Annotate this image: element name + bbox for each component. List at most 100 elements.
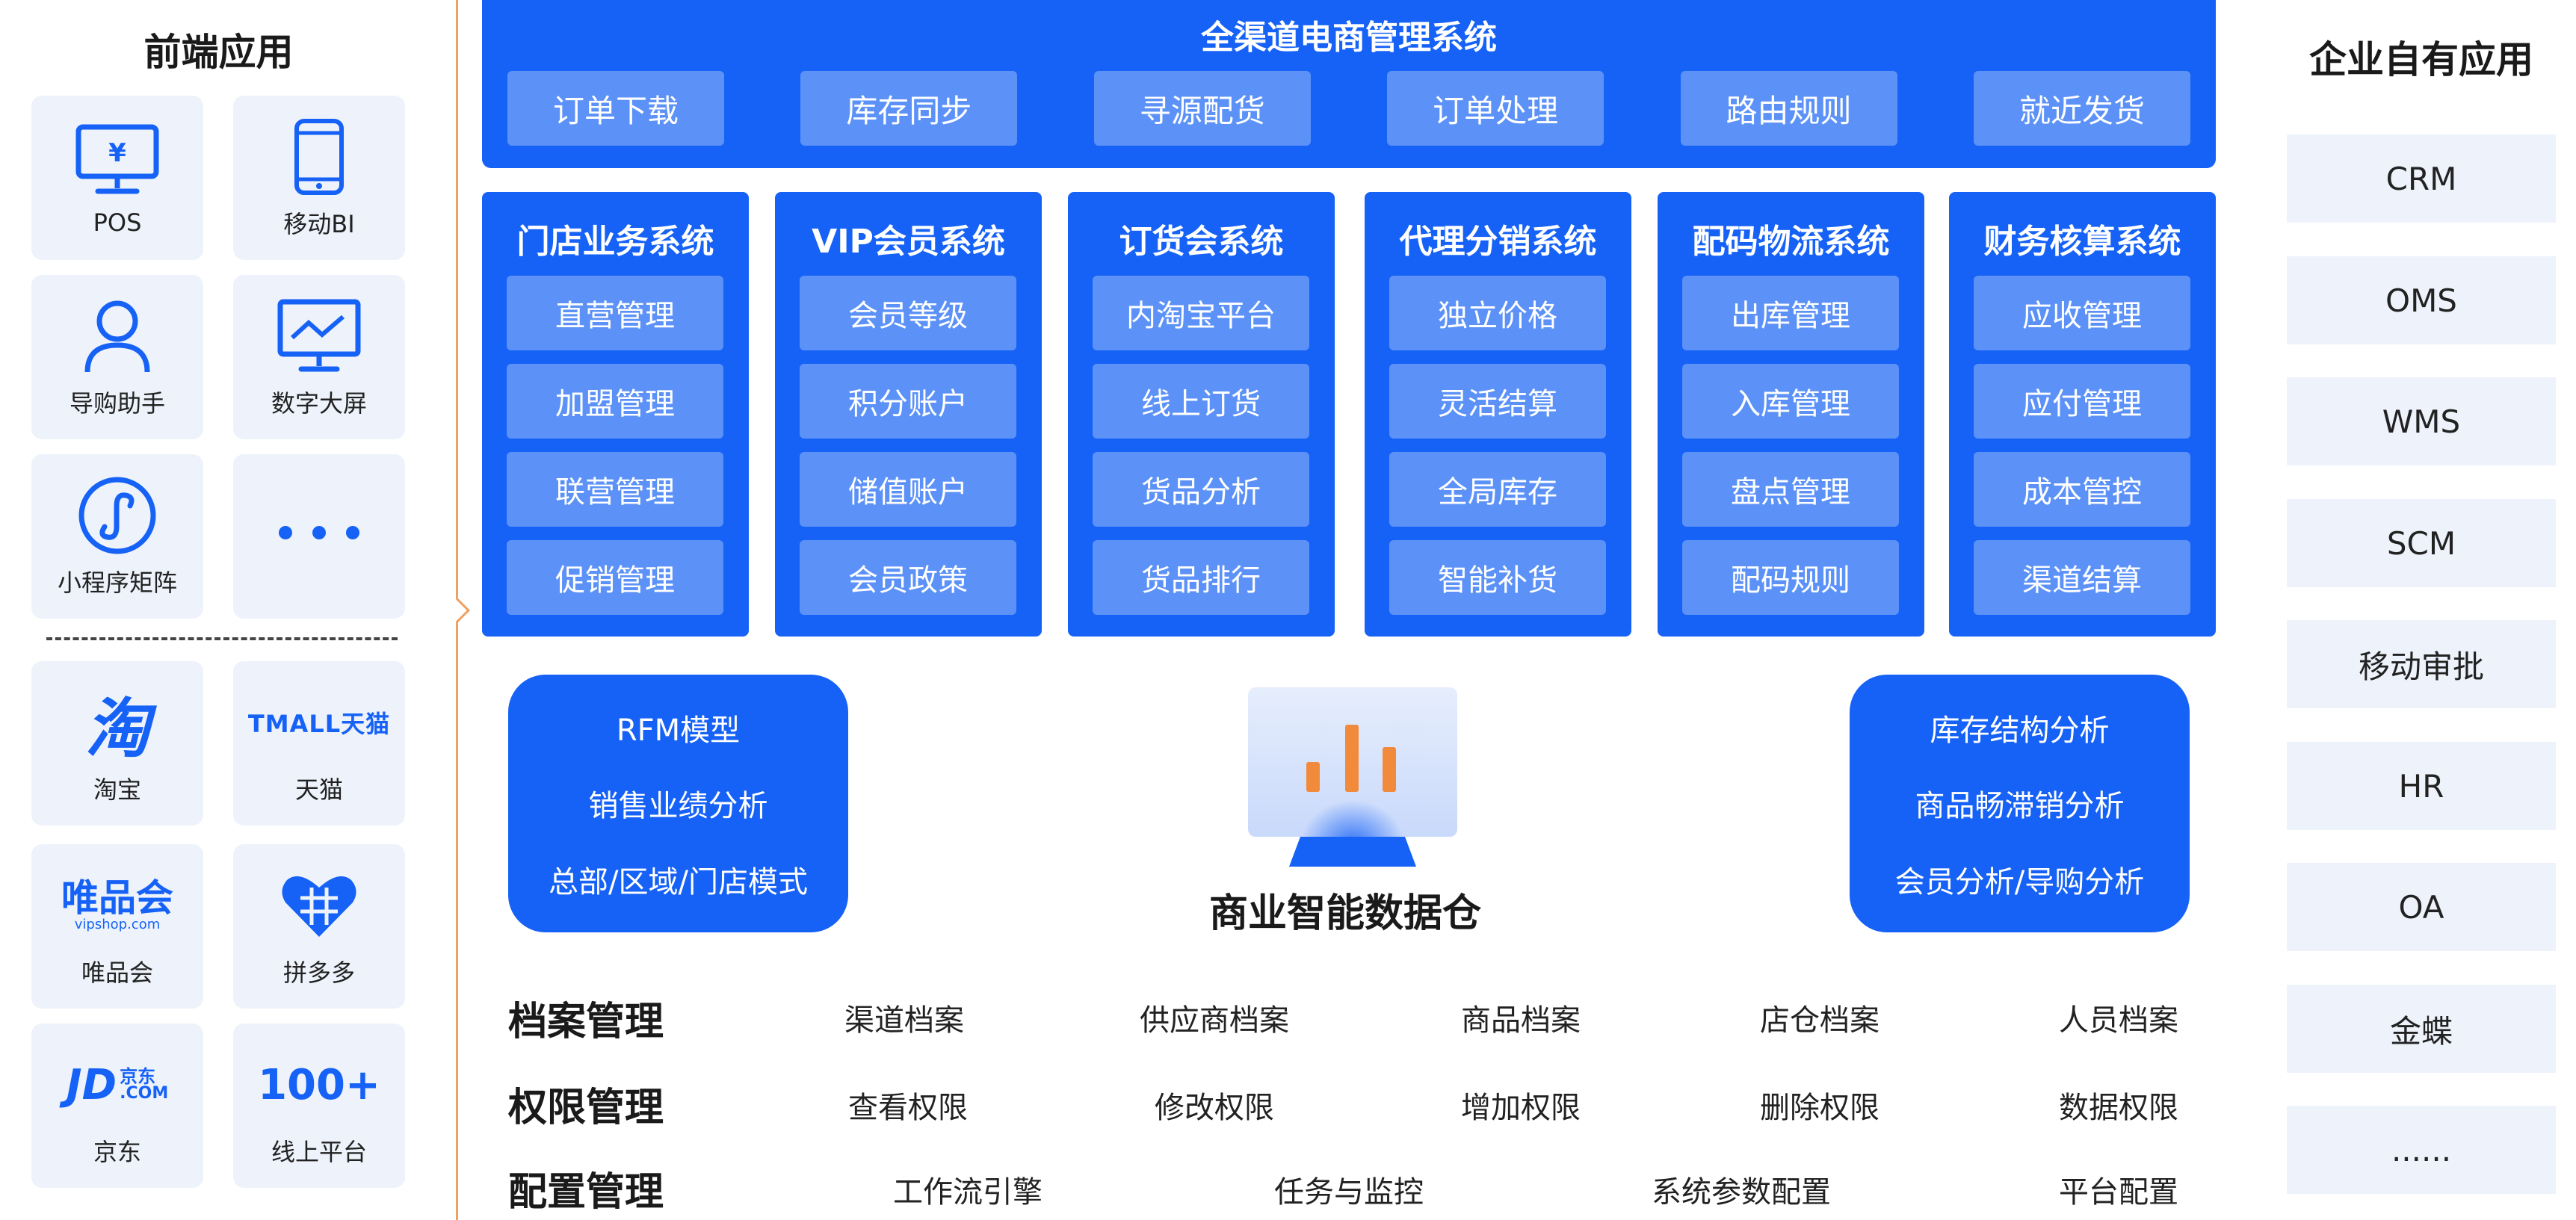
omnichannel-ecommerce-bar: 全渠道电商管理系统 订单下载 库存同步 寻源配货 订单处理 路由规则 就近发货 bbox=[482, 0, 2216, 168]
module-item[interactable]: 内淘宝平台 bbox=[1093, 276, 1309, 350]
pos-monitor-icon: ¥ bbox=[69, 119, 166, 201]
tile-mini-program[interactable]: 小程序矩阵 bbox=[31, 454, 203, 619]
permission-item[interactable]: 数据权限 bbox=[2059, 1091, 2178, 1125]
tile-label: 京东 bbox=[93, 1138, 141, 1166]
module-item[interactable]: 直营管理 bbox=[507, 276, 723, 350]
analysis-item[interactable]: 销售业绩分析 bbox=[588, 789, 768, 824]
tile-mobile-bi[interactable]: 移动BI bbox=[233, 96, 405, 260]
module-finance: 财务核算系统 应收管理 应付管理 成本管控 渠道结算 bbox=[1949, 192, 2216, 637]
module-item[interactable]: 成本管控 bbox=[1974, 452, 2190, 527]
module-item[interactable]: 应收管理 bbox=[1974, 276, 2190, 350]
enterprise-app-item[interactable]: OMS bbox=[2287, 256, 2556, 344]
mini-program-icon bbox=[69, 474, 166, 557]
module-item[interactable]: 灵活结算 bbox=[1389, 364, 1606, 439]
omnichannel-item[interactable]: 寻源配货 bbox=[1093, 71, 1311, 146]
module-item[interactable]: 配码规则 bbox=[1682, 540, 1899, 615]
config-item[interactable]: 任务与监控 bbox=[1274, 1175, 1424, 1210]
enterprise-app-item[interactable]: CRM bbox=[2287, 134, 2556, 223]
config-item[interactable]: 系统参数配置 bbox=[1652, 1175, 1831, 1210]
analysis-item[interactable]: 商品畅滞销分析 bbox=[1915, 789, 2125, 824]
enterprise-app-item[interactable]: HR bbox=[2287, 742, 2556, 830]
vipshop-logo-icon: 唯品会 vipshop.com bbox=[43, 864, 192, 947]
omnichannel-item[interactable]: 就近发货 bbox=[1973, 71, 2190, 146]
tmall-logo-text: TMALL天猫 bbox=[247, 710, 391, 738]
omnichannel-items: 订单下载 库存同步 寻源配货 订单处理 路由规则 就近发货 bbox=[507, 71, 2190, 146]
analysis-item[interactable]: 总部/区域/门店模式 bbox=[549, 865, 808, 900]
user-icon bbox=[69, 295, 166, 377]
tile-digital-screen[interactable]: 数字大屏 bbox=[233, 275, 405, 439]
jd-logo-bottom: .COM bbox=[120, 1084, 169, 1103]
module-item[interactable]: 促销管理 bbox=[507, 540, 723, 615]
module-item[interactable]: 线上订货 bbox=[1093, 364, 1309, 439]
tile-more[interactable] bbox=[233, 454, 405, 619]
svg-text:¥: ¥ bbox=[108, 138, 126, 168]
module-item[interactable]: 入库管理 bbox=[1682, 364, 1899, 439]
omnichannel-item[interactable]: 订单处理 bbox=[1387, 71, 1604, 146]
module-item[interactable]: 智能补货 bbox=[1389, 540, 1606, 615]
analysis-item[interactable]: 库存结构分析 bbox=[1930, 713, 2110, 748]
jd-logo-sub: 京东 .COM bbox=[120, 1068, 168, 1102]
jd-logo-top: 京东 bbox=[120, 1066, 156, 1087]
data-warehouse-label: 商业智能数据仓 bbox=[1208, 891, 1481, 936]
module-item[interactable]: 渠道结算 bbox=[1974, 540, 2190, 615]
module-item[interactable]: 储值账户 bbox=[800, 452, 1016, 527]
module-item[interactable]: 会员政策 bbox=[800, 540, 1016, 615]
tile-label: POS bbox=[93, 208, 142, 237]
tile-pinduoduo[interactable]: 拼多多 bbox=[233, 844, 405, 1009]
enterprise-app-item[interactable]: ...... bbox=[2287, 1106, 2556, 1194]
tile-online-platforms[interactable]: 100+ 线上平台 bbox=[233, 1024, 405, 1188]
hundred-plus-icon: 100+ bbox=[244, 1044, 394, 1126]
config-item[interactable]: 工作流引擎 bbox=[893, 1175, 1043, 1210]
frontend-apps-title: 前端应用 bbox=[143, 31, 294, 74]
enterprise-app-item[interactable]: WMS bbox=[2287, 377, 2556, 465]
tile-label: 导购助手 bbox=[69, 389, 165, 418]
module-ordering-fair: 订货会系统 内淘宝平台 线上订货 货品分析 货品排行 bbox=[1068, 192, 1335, 637]
archive-management-title: 档案管理 bbox=[508, 1000, 664, 1044]
analysis-box-right: 库存结构分析 商品畅滞销分析 会员分析/导购分析 bbox=[1850, 675, 2190, 932]
module-item[interactable]: 应付管理 bbox=[1974, 364, 2190, 439]
enterprise-app-item[interactable]: 金蝶 bbox=[2287, 985, 2556, 1073]
omnichannel-item[interactable]: 订单下载 bbox=[507, 71, 724, 146]
module-store-business: 门店业务系统 直营管理 加盟管理 联营管理 促销管理 bbox=[482, 192, 749, 637]
taobao-logo-text: 淘 bbox=[85, 691, 149, 767]
omnichannel-item[interactable]: 路由规则 bbox=[1680, 71, 1897, 146]
tile-jd[interactable]: JD 京东 .COM 京东 bbox=[31, 1024, 203, 1188]
tile-taobao[interactable]: 淘 淘宝 bbox=[31, 661, 203, 826]
module-item[interactable]: 出库管理 bbox=[1682, 276, 1899, 350]
archive-item[interactable]: 商品档案 bbox=[1461, 1003, 1581, 1038]
config-item[interactable]: 平台配置 bbox=[2059, 1175, 2178, 1210]
module-item[interactable]: 独立价格 bbox=[1389, 276, 1606, 350]
tile-shopping-guide[interactable]: 导购助手 bbox=[31, 275, 203, 439]
archive-item[interactable]: 渠道档案 bbox=[844, 1003, 964, 1038]
module-item[interactable]: 盘点管理 bbox=[1682, 452, 1899, 527]
module-item[interactable]: 全局库存 bbox=[1389, 452, 1606, 527]
module-item[interactable]: 货品排行 bbox=[1093, 540, 1309, 615]
enterprise-app-item[interactable]: SCM bbox=[2287, 499, 2556, 587]
archive-item[interactable]: 人员档案 bbox=[2059, 1003, 2178, 1038]
analysis-item[interactable]: 会员分析/导购分析 bbox=[1894, 865, 2145, 900]
config-management-title: 配置管理 bbox=[508, 1170, 664, 1215]
omnichannel-item[interactable]: 库存同步 bbox=[800, 71, 1018, 146]
enterprise-app-item[interactable]: OA bbox=[2287, 863, 2556, 951]
taobao-logo-icon: 淘 bbox=[69, 681, 166, 767]
permission-item[interactable]: 修改权限 bbox=[1155, 1091, 1274, 1125]
tile-pos[interactable]: ¥ POS bbox=[31, 96, 203, 260]
analysis-item[interactable]: RFM模型 bbox=[616, 713, 741, 748]
module-item[interactable]: 加盟管理 bbox=[507, 364, 723, 439]
module-item[interactable]: 会员等级 bbox=[800, 276, 1016, 350]
module-title: 财务核算系统 bbox=[1983, 223, 2181, 261]
section-divider bbox=[46, 637, 398, 640]
archive-item[interactable]: 店仓档案 bbox=[1760, 1003, 1880, 1038]
enterprise-app-item[interactable]: 移动审批 bbox=[2287, 620, 2556, 708]
module-item[interactable]: 积分账户 bbox=[800, 364, 1016, 439]
module-title: 订货会系统 bbox=[1119, 223, 1284, 261]
archive-item[interactable]: 供应商档案 bbox=[1140, 1003, 1289, 1038]
tile-vipshop[interactable]: 唯品会 vipshop.com 唯品会 bbox=[31, 844, 203, 1009]
module-item[interactable]: 货品分析 bbox=[1093, 452, 1309, 527]
module-item[interactable]: 联营管理 bbox=[507, 452, 723, 527]
permission-item[interactable]: 查看权限 bbox=[848, 1091, 968, 1125]
permission-item[interactable]: 增加权限 bbox=[1461, 1091, 1581, 1125]
chevron-right-icon bbox=[445, 598, 470, 623]
permission-item[interactable]: 删除权限 bbox=[1760, 1091, 1880, 1125]
tile-tmall[interactable]: TMALL天猫 天猫 bbox=[233, 661, 405, 826]
